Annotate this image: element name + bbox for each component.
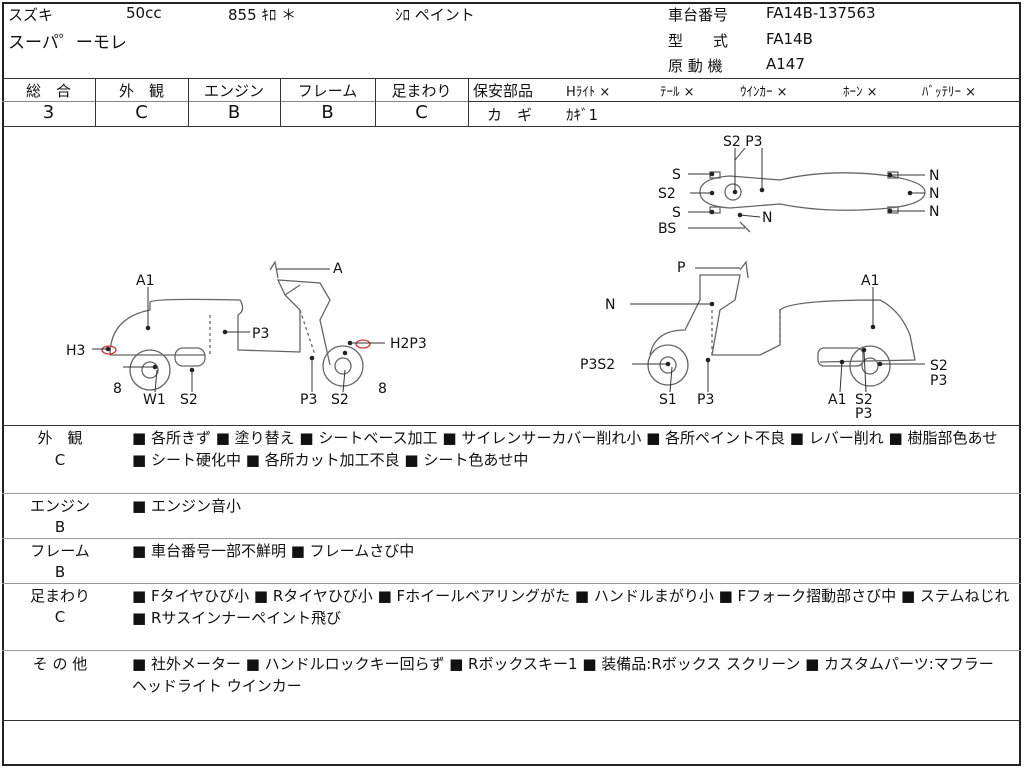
grade-engine-value: B (227, 102, 241, 123)
frame-no-label: 車台番号 (668, 6, 729, 24)
model-type: FA14B (766, 30, 813, 48)
damage-diagram: A A1 P3 H3 8 W1 S2 P3 S2 H2P3 8 P A1 N P… (66, 134, 948, 422)
diagram-label: S1 (659, 392, 677, 408)
diagram-label: P3S2 (580, 357, 615, 373)
diagram-label: P3 (930, 373, 947, 389)
diagram-label: N (929, 186, 939, 202)
engine-no: A147 (766, 55, 805, 73)
model-type-label: 型 式 (668, 32, 729, 50)
diagram-label: A1 (136, 273, 154, 289)
section-label: そ の 他 (32, 655, 88, 673)
key-label: カ ギ (487, 106, 533, 124)
color: ｼﾛ ペイント (395, 6, 475, 24)
diagram-label: S2 (855, 392, 873, 408)
section-text: ■ エンジン音小 (132, 497, 241, 515)
diagram-label: H3 (66, 343, 85, 359)
scooter-left-side-view (101, 260, 371, 391)
model-name: スーパ゜ーモレ (8, 33, 127, 53)
grade-exterior-label: 外 観 (118, 82, 164, 100)
displacement: 50cc (126, 4, 162, 22)
diagram-label: S2 (180, 392, 198, 408)
safety-label: 保安部品 (473, 82, 534, 100)
diagram-label: S2 P3 (723, 134, 763, 150)
grade-suspension-label: 足まわり (391, 82, 452, 100)
grade-exterior-value: C (135, 102, 148, 123)
diagram-label: S (672, 167, 681, 183)
safety-battery: ﾊﾞｯﾃﾘｰ × (922, 85, 977, 100)
diagram-label: S (672, 205, 681, 221)
section-text: ■ 社外メーター ■ ハンドルロックキー回らず ■ Rボックスキー1 ■ 装備品… (132, 655, 994, 695)
diagram-label: S2 (658, 186, 676, 202)
lot-number: 855 ｷﾛ ＊ (228, 6, 297, 24)
section-text: ■ 車台番号一部不鮮明 ■ フレームさび中 (132, 542, 415, 560)
safety-tail: ﾃｰﾙ × (660, 85, 695, 100)
section-grade: C (54, 451, 66, 469)
grade-overall-value: 3 (42, 102, 55, 123)
scooter-right-side-view (647, 260, 916, 387)
diagram-label: N (929, 168, 939, 184)
grade-frame-label: フレーム (297, 82, 358, 100)
diagram-label: S2 (331, 392, 349, 408)
diagram-label: P3 (697, 392, 714, 408)
section-label: 足まわり (29, 587, 90, 605)
key-value: ｶｷﾞ1 (566, 106, 599, 124)
section-grade: B (54, 518, 66, 536)
diagram-label: A1 (861, 273, 879, 289)
grade-suspension-value: C (415, 102, 428, 123)
frame-no: FA14B-137563 (766, 4, 876, 22)
section-text: ■ Fタイヤひび小 ■ Rタイヤひび小 ■ Fホイールベアリングがた ■ ハンド… (132, 587, 1010, 627)
diagram-label: A1 (828, 392, 846, 408)
diagram-label: BS (658, 221, 676, 237)
diagram-label: S2 (930, 358, 948, 374)
maker: スズキ (8, 6, 54, 24)
diagram-label: N (929, 204, 939, 220)
scooter-top-view (699, 147, 926, 233)
diagram-label: N (762, 210, 772, 226)
diagram-label: N (605, 297, 615, 313)
grade-overall-label: 総 合 (25, 82, 71, 100)
section-text: ■ 各所きず ■ 塗り替え ■ シートベース加工 ■ サイレンサーカバー削れ小 … (132, 429, 998, 469)
safety-horn: ﾎｰﾝ × (843, 85, 878, 100)
safety-headlight: Hﾗｲﾄ × (566, 85, 611, 100)
diagram-label: H2P3 (390, 336, 427, 352)
section-grade: C (54, 608, 66, 626)
safety-winker: ｳｲﾝｶｰ × (740, 85, 788, 100)
grade-frame-value: B (321, 102, 334, 123)
diagram-label: 8 (113, 381, 122, 397)
engine-label: 原 動 機 (668, 57, 723, 75)
grade-engine-label: エンジン (203, 82, 264, 100)
diagram-label: P3 (252, 326, 269, 342)
diagram-label: 8 (378, 381, 387, 397)
diagram-label: A (333, 261, 343, 277)
diagram-label: P (677, 260, 685, 276)
section-label: フレーム (30, 542, 90, 560)
section-label: エンジン (29, 497, 90, 515)
section-grade: B (54, 563, 66, 581)
diagram-label: P3 (300, 392, 317, 408)
diagram-label: P3 (855, 406, 872, 422)
section-label: 外 観 (37, 429, 83, 447)
diagram-label: W1 (143, 392, 166, 408)
